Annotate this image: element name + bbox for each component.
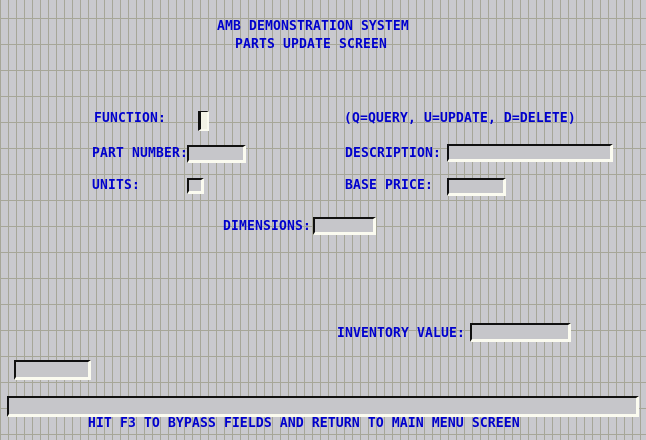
base-price-label: BASE PRICE:: [345, 178, 433, 193]
bottom-left-field-input[interactable]: [14, 360, 91, 380]
part-number-label: PART NUMBER:: [92, 146, 188, 161]
message-line-input[interactable]: [7, 396, 639, 417]
inventory-value-label: INVENTORY VALUE:: [337, 326, 465, 341]
units-label: UNITS:: [92, 178, 140, 193]
page-subtitle: PARTS UPDATE SCREEN: [235, 37, 387, 52]
inventory-value-input[interactable]: [470, 323, 571, 342]
units-input[interactable]: [187, 178, 204, 194]
page-title: AMB DEMONSTRATION SYSTEM: [217, 19, 409, 34]
dimensions-label: DIMENSIONS:: [223, 219, 311, 234]
description-label: DESCRIPTION:: [345, 146, 441, 161]
dimensions-input[interactable]: [313, 217, 376, 235]
description-input[interactable]: [447, 144, 613, 162]
base-price-input[interactable]: [447, 178, 506, 196]
function-input[interactable]: [198, 111, 209, 131]
function-label: FUNCTION:: [94, 111, 166, 126]
footer-instruction: HIT F3 TO BYPASS FIELDS AND RETURN TO MA…: [88, 416, 520, 431]
part-number-input[interactable]: [187, 145, 246, 163]
function-hint: (Q=QUERY, U=UPDATE, D=DELETE): [344, 111, 576, 126]
